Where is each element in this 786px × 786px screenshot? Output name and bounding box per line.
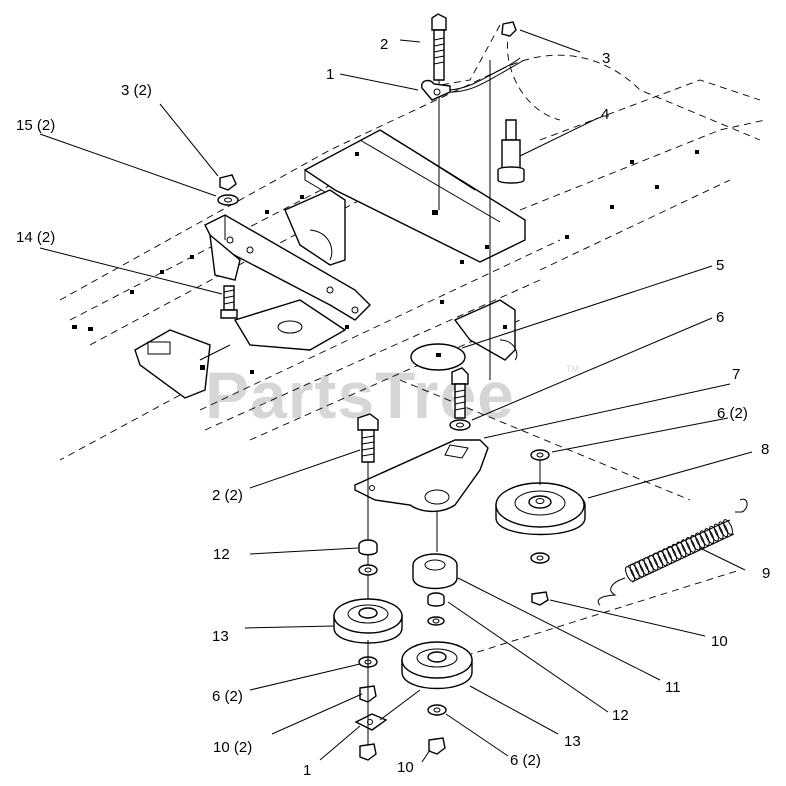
flat-washer-5	[410, 343, 466, 371]
washer-15-2	[217, 194, 239, 206]
washer-left-upper	[358, 564, 378, 576]
belt-guide-line	[379, 689, 421, 721]
idler-arm-bracket	[204, 189, 371, 321]
watermark-trademark: TM	[566, 364, 579, 374]
spring-coil	[685, 537, 696, 553]
callout-3-2: 3 (2)	[121, 82, 152, 99]
callout-7: 7	[732, 366, 740, 383]
bolt-center	[451, 367, 469, 419]
spring-coil	[681, 539, 691, 556]
callout-10-right: 10	[711, 633, 728, 650]
idler-pulley-13-left	[333, 598, 403, 644]
callout-2-2: 2 (2)	[212, 487, 243, 504]
spring-coil	[718, 521, 729, 538]
callout-13-mid: 13	[564, 733, 581, 750]
washer-below-8	[530, 552, 550, 564]
washer-6-2-right	[530, 449, 550, 461]
callout-10-2: 10 (2)	[213, 739, 252, 756]
callout-11: 11	[665, 679, 681, 696]
callout-12-mid: 12	[612, 707, 629, 724]
spacer-12-mid	[427, 592, 445, 607]
callout-13-left: 13	[212, 628, 229, 645]
idler-pulley-13-mid	[401, 641, 473, 690]
spring-coil	[704, 528, 715, 544]
callout-14-2: 14 (2)	[16, 229, 55, 246]
washer-6	[449, 419, 471, 431]
spring-coil	[676, 541, 687, 558]
spring-coil	[723, 519, 733, 535]
callout-10-bottom: 10	[397, 759, 414, 776]
leader-lines	[39, 29, 753, 763]
cable-clamp-top	[421, 57, 525, 101]
shoulder-bolt	[497, 119, 525, 184]
washer-mid-upper	[427, 616, 445, 626]
nut-10-right	[531, 591, 549, 606]
idler-pulley-8	[495, 482, 586, 536]
callout-15-2: 15 (2)	[16, 117, 55, 134]
bolt-top	[431, 13, 447, 210]
idler-spacer-11	[412, 553, 458, 590]
spring-coil	[709, 525, 719, 542]
spring-coil	[695, 532, 705, 549]
callout-2-top: 2	[380, 36, 388, 53]
bolt-14-2	[220, 285, 238, 319]
nut-10-bottom	[428, 737, 446, 755]
washer-6-2-mid	[427, 704, 447, 716]
bolt-2-2	[357, 413, 379, 600]
extension-spring	[597, 498, 748, 606]
idler-arm	[354, 439, 489, 513]
callout-1-top: 1	[326, 66, 334, 83]
callout-12-left: 12	[213, 546, 230, 563]
support-bracket	[453, 60, 518, 380]
spring-coil	[690, 534, 701, 551]
nut-bottom-left	[359, 743, 377, 761]
callout-6: 6	[716, 309, 724, 326]
callout-labels: 2 1 3 3 (2) 15 (2) 4 14 (2) 5 6 7 6 (2) …	[16, 36, 770, 779]
spring-coil	[713, 523, 724, 540]
callout-5: 5	[716, 257, 724, 274]
callout-6-2-bottom: 6 (2)	[510, 752, 541, 769]
spacer-12-left	[358, 539, 378, 556]
spring-coil	[699, 530, 710, 547]
callout-6-2-left: 6 (2)	[212, 688, 243, 705]
nut-3-2	[219, 174, 237, 191]
callout-1-bottom: 1	[303, 762, 311, 779]
callout-6-2-right: 6 (2)	[717, 405, 748, 422]
mounting-foot	[134, 299, 347, 399]
callout-9: 9	[762, 565, 770, 582]
callout-3-top: 3	[602, 50, 610, 67]
callout-8: 8	[761, 441, 769, 458]
nut-top	[501, 21, 517, 37]
clamp-1-bottom	[354, 713, 388, 731]
callout-4: 4	[601, 106, 609, 123]
